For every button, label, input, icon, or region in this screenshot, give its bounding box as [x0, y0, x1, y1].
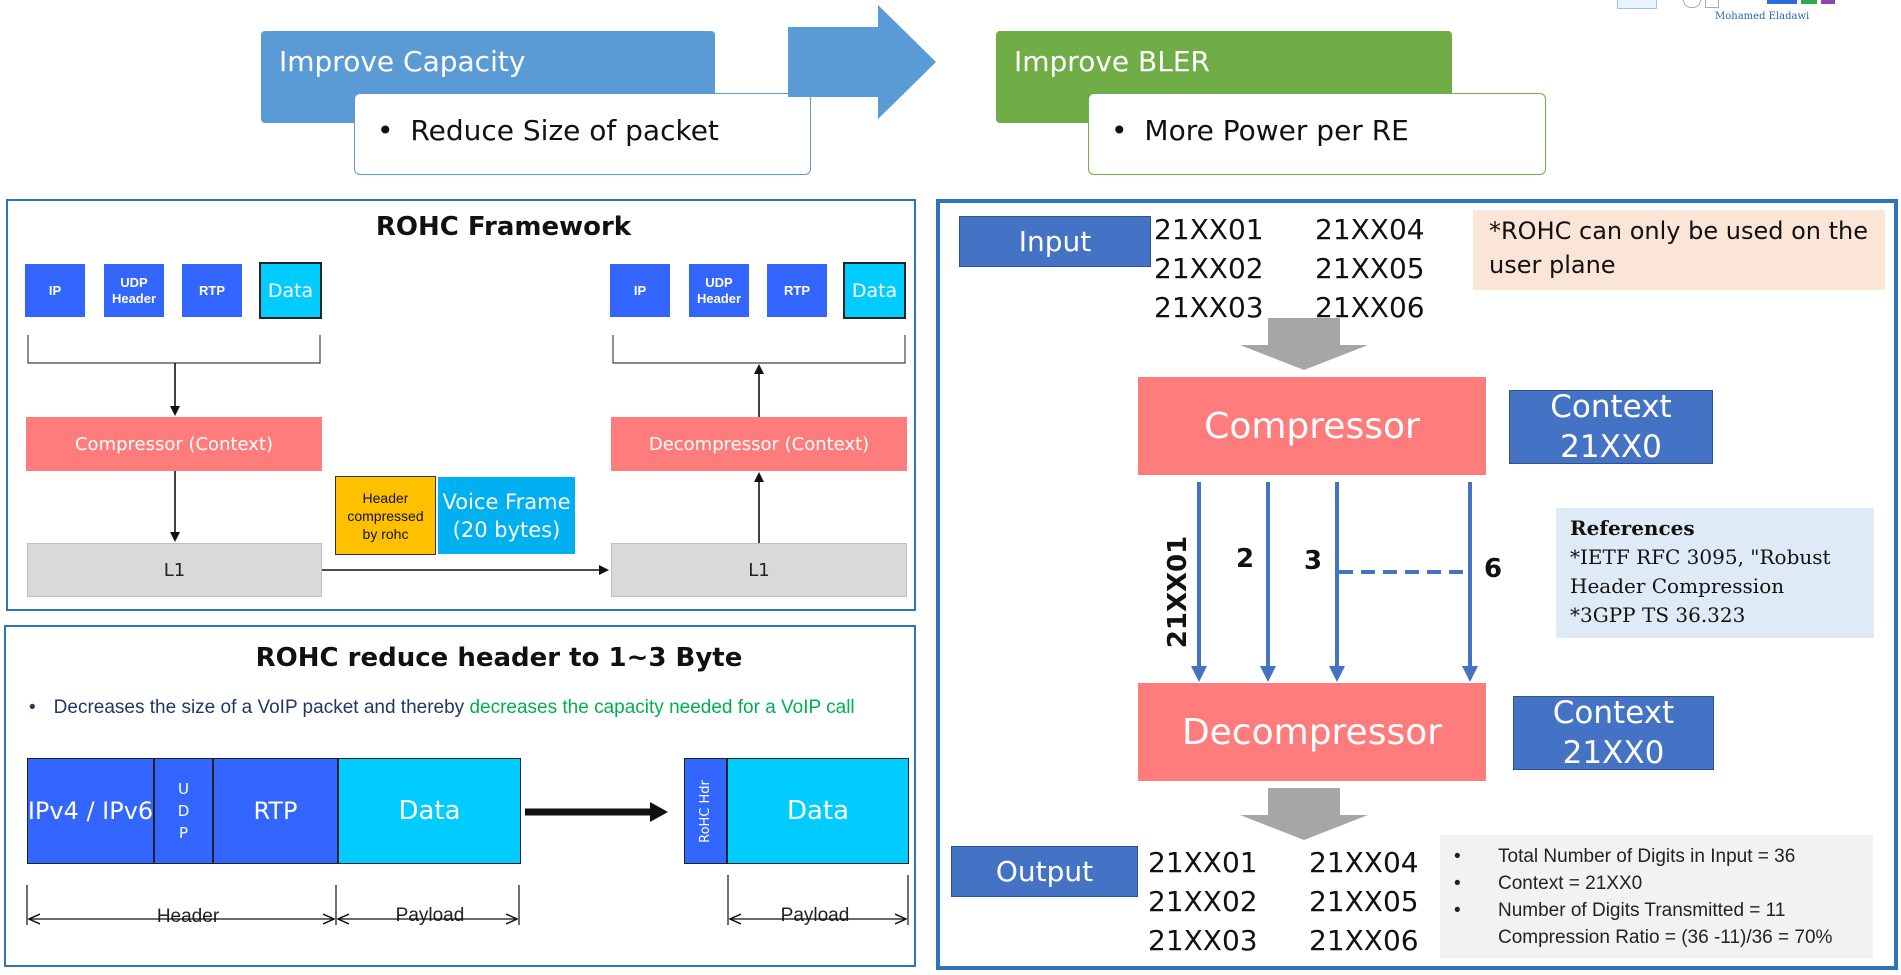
line-label-6: 6	[1484, 554, 1503, 584]
data-box-left: Data	[259, 262, 322, 319]
input-value: 21XX02	[1154, 252, 1264, 285]
output-column-2: 21XX04 21XX05 21XX06	[1309, 843, 1419, 960]
summary-item: •Context = 21XX0	[1454, 873, 1643, 894]
author-name: Mohamed Eladawi	[1715, 11, 1810, 22]
bracket-left	[27, 335, 321, 364]
udp-box-right: UDP Header	[689, 264, 749, 317]
decompressor-box: Decompressor	[1138, 683, 1486, 781]
references-box: References *IETF RFC 3095, "Robust Heade…	[1556, 508, 1874, 638]
voice-frame-box: Voice Frame (20 bytes)	[438, 477, 575, 554]
server-icon	[1705, 0, 1719, 8]
rohc-hdr-block: RoHC Hdr	[684, 758, 727, 864]
input-value: 21XX01	[1154, 213, 1264, 246]
compressor-context-box: Compressor (Context)	[26, 417, 322, 471]
color-tile-icon	[1801, 0, 1817, 4]
framework-title: ROHC Framework	[375, 212, 632, 242]
decompressor-context-box: Decompressor (Context)	[611, 417, 907, 471]
reference-line: Header Compression	[1570, 574, 1785, 598]
improve-bler-title: Improve BLER	[1014, 45, 1210, 78]
header-compressed-box: Header compressed by rohc	[335, 476, 436, 555]
output-label-box: Output	[951, 846, 1138, 897]
line-label-3: 3	[1304, 546, 1323, 576]
udp-box-left: UDP Header	[104, 264, 164, 317]
reduce-panel	[4, 625, 916, 967]
ip-box-right: IP	[610, 264, 670, 317]
big-black-arrow-head	[650, 802, 668, 822]
data-box-right: Data	[843, 262, 906, 319]
ipv4-ipv6-block: IPv4 / IPv6	[27, 758, 154, 864]
output-value: 21XX02	[1148, 885, 1258, 918]
big-right-arrow	[788, 5, 936, 119]
input-value: 21XX03	[1154, 291, 1264, 324]
ip-box-left: IP	[25, 264, 85, 317]
output-value: 21XX05	[1309, 885, 1419, 918]
monitor-icon	[1617, 0, 1657, 9]
l1-box-left: L1	[27, 543, 322, 597]
udp-vertical-block: U D P	[154, 758, 213, 864]
output-value: 21XX06	[1309, 924, 1419, 957]
reduce-bullet-text: Decreases the size of a VoIP packet and …	[53, 697, 470, 718]
summary-item: •Total Number of Digits in Input = 36	[1454, 846, 1796, 867]
rtp-block: RTP	[213, 758, 338, 864]
reduce-title: ROHC reduce header to 1~3 Byte	[255, 643, 743, 673]
color-tile-icon	[1821, 0, 1835, 4]
bler-bullet: More Power per RE	[1144, 114, 1409, 147]
input-label-box: Input	[959, 216, 1151, 267]
author-logo: Mohamed Eladawi	[1615, 0, 1875, 26]
line-label-2: 2	[1236, 544, 1255, 574]
output-value: 21XX04	[1309, 846, 1419, 879]
context-box-top: Context 21XX0	[1509, 389, 1713, 465]
output-value: 21XX01	[1148, 846, 1258, 879]
grey-arrow-to-output	[1240, 788, 1368, 840]
data-block-left: Data	[338, 758, 521, 864]
capacity-bullet-glyph: •	[377, 114, 394, 147]
reduce-bullet-glyph: •	[29, 697, 36, 718]
capacity-bullet: Reduce Size of packet	[410, 114, 719, 147]
reference-line: *IETF RFC 3095, "Robust	[1570, 545, 1831, 569]
user-plane-note: *ROHC can only be used on the user plane	[1473, 210, 1885, 290]
context-box-bottom: Context 21XX0	[1513, 695, 1714, 771]
compressor-box: Compressor	[1138, 377, 1486, 475]
example-panel	[936, 199, 1898, 970]
framework-panel	[6, 199, 916, 611]
bler-bullet-glyph: •	[1111, 114, 1128, 147]
input-value: 21XX05	[1315, 252, 1425, 285]
input-value: 21XX04	[1315, 213, 1425, 246]
reference-line: *3GPP TS 36.323	[1570, 603, 1746, 627]
reduce-size-box: • Reduce Size of packet	[354, 93, 811, 175]
summary-box: •Total Number of Digits in Input = 36 •C…	[1440, 835, 1873, 958]
summary-item-extra: Compression Ratio = (36 -11)/36 = 70%	[1498, 927, 1833, 948]
data-block-right: Data	[727, 758, 909, 864]
references-title: References	[1570, 516, 1695, 540]
output-value: 21XX03	[1148, 924, 1258, 957]
input-column-1: 21XX01 21XX02 21XX03	[1154, 210, 1264, 327]
summary-item: •Number of Digits Transmitted = 11	[1454, 900, 1786, 921]
grey-arrow-to-compressor	[1240, 318, 1368, 370]
rtp-box-left: RTP	[182, 264, 242, 317]
output-column-1: 21XX01 21XX02 21XX03	[1148, 843, 1258, 960]
improve-capacity-title: Improve Capacity	[279, 45, 526, 78]
l1-box-right: L1	[611, 543, 907, 597]
rtp-box-right: RTP	[767, 264, 827, 317]
reduce-bullet-highlight: decreases the capacity needed for a VoIP…	[469, 697, 855, 718]
more-power-box: • More Power per RE	[1088, 93, 1546, 175]
bracket-right	[612, 335, 906, 364]
color-tile-icon	[1767, 0, 1797, 4]
reduce-bullet: • Decreases the size of a VoIP packet and…	[29, 697, 909, 719]
